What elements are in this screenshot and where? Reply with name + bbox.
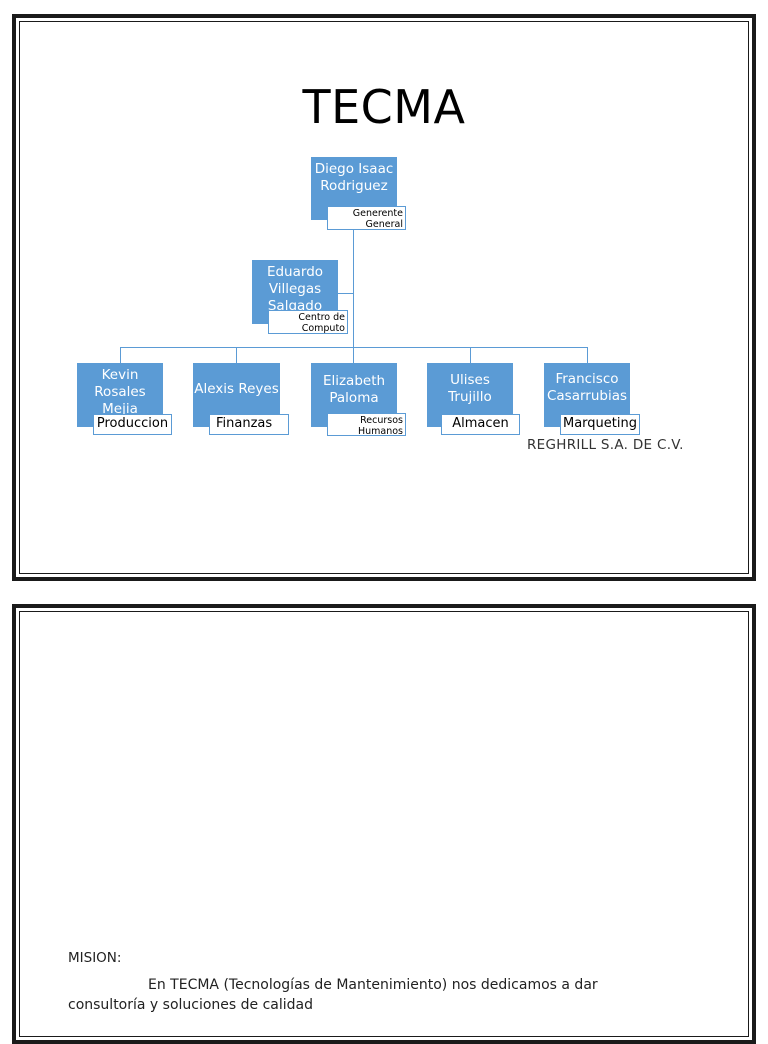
org-node-dept-5: Francisco Casarrubias [544, 363, 630, 427]
org-node-dept-3-role: Recursos Humanos [327, 413, 406, 437]
org-node-assistant-name: Eduardo Villegas Salgado [266, 264, 324, 314]
mission-heading: MISION: [68, 950, 122, 966]
document-page-1 [12, 14, 756, 581]
org-node-dept-2-role: Finanzas [209, 414, 289, 435]
org-node-dept-4-name: Ulises Trujillo [448, 372, 492, 405]
org-chart-connectors [120, 220, 588, 363]
org-node-dept-1-name: Kevin Rosales Mejia [94, 367, 146, 417]
org-node-dept-3-name: Elizabeth Paloma [322, 373, 386, 406]
org-node-dept-5-role: Marqueting [560, 414, 640, 435]
org-node-root-name: Diego Isaac Rodriguez [314, 161, 394, 194]
org-node-assistant-role: Centro de Computo [268, 310, 348, 334]
org-node-dept-5-name: Francisco Casarrubias [546, 371, 628, 404]
org-node-dept-4-role: Almacen [441, 414, 520, 435]
org-node-root-role: Generente General [327, 206, 406, 230]
document-title: TECMA [302, 80, 466, 134]
org-node-dept-1-role: Produccion [93, 414, 172, 435]
mission-text: En TECMA (Tecnologías de Mantenimiento) … [68, 977, 598, 1013]
org-node-dept-2: Alexis Reyes [193, 363, 280, 427]
org-node-dept-2-name: Alexis Reyes [194, 380, 279, 397]
company-name: REGHRILL S.A. DE C.V. [527, 437, 684, 453]
